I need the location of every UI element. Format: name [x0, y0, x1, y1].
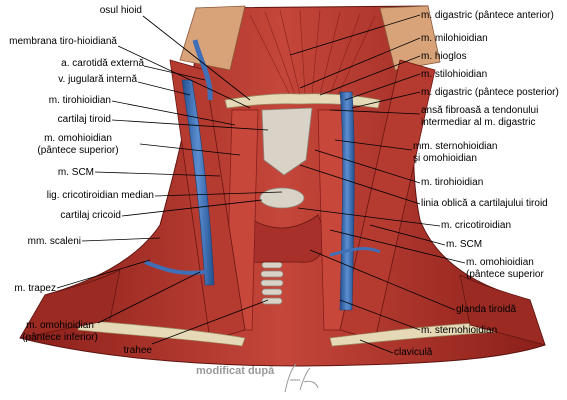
label-m-scm-left: m. SCM: [57, 167, 94, 178]
label-m-digastric-anterior: m. digastric (pântece anterior): [421, 10, 554, 21]
trapezius-right: [459, 274, 546, 346]
thyroid-cartilage: [261, 107, 313, 176]
label-m-tirohioidian-left: m. tirohioidian: [48, 95, 111, 106]
label-m-omohioidian-inf-1: m. omohioidian: [26, 320, 94, 331]
label-mm-sternohioidian-1: mm. sternohioidian: [413, 141, 498, 152]
label-m-cricotiroidian: m. cricotiroidian: [441, 220, 512, 231]
label-cartilaj-tiroid: cartilaj tiroid: [57, 114, 111, 125]
label-linia-oblica: linia oblică a cartilajului tiroid: [421, 198, 548, 209]
label-lig-cricotiroidian-median: lig. cricotiroidian median: [46, 190, 154, 201]
signature-mark: [284, 363, 319, 393]
caption-modified-after: modificat după: [196, 365, 275, 377]
trachea: [260, 261, 284, 305]
label-v-jugulara-interna: v. jugulară internă: [58, 74, 137, 85]
label-m-milohioidian: m. milohioidian: [421, 33, 488, 44]
label-mm-sternohioidian-2: şi omohioidian: [413, 153, 477, 164]
vein-branch-left-top: [192, 39, 213, 101]
label-membrana-tiro-hioidiana: membrana tiro-hioidiană: [9, 36, 117, 47]
label-clavicula: claviculă: [394, 347, 433, 358]
label-m-omohioidian-sup-right-2: (pântece superior: [466, 269, 544, 280]
label-m-scm-right: m. SCM: [446, 239, 483, 250]
jugular-vein-right: [339, 91, 355, 311]
jaw-right-flap: [379, 5, 441, 71]
label-osul-hioid: osul hioid: [99, 5, 142, 16]
label-m-stilohioidian: m. stilohioidian: [421, 69, 488, 80]
label-m-omohioidian-inf-2: (pântece inferior): [22, 332, 98, 343]
label-m-tirohioidian-right: m. tirohioidian: [421, 177, 484, 188]
label-glanda-tiroida: glanda tiroidă: [456, 304, 517, 315]
label-m-omohioidian-sup-right-1: m. omohioidian: [466, 257, 534, 268]
label-m-trapez: m. trapez: [14, 283, 56, 294]
label-ansa-fibroasa-1: ansă fibroasă a tendonului: [421, 105, 539, 116]
label-cartilaj-cricoid: cartilaj cricoid: [60, 210, 121, 221]
label-m-hioglos: m. hioglos: [421, 51, 467, 62]
jugular-vein-left: [181, 79, 215, 286]
jaw-left-flap: [179, 5, 246, 71]
label-trahee: trahee: [123, 345, 152, 356]
cricoid-cartilage: [259, 187, 305, 209]
label-m-digastric-posterior: m. digastric (pântece posterior): [421, 87, 559, 98]
label-ansa-fibroasa-2: intermediar al m. digastric: [421, 117, 536, 128]
label-m-omohioidian-sup-left-1: m. omohioidian: [44, 133, 112, 144]
leader-lines: [56, 14, 466, 354]
label-mm-scaleni: mm. scaleni: [27, 236, 81, 247]
label-m-sternohioidian: m. sternohioidian: [421, 325, 498, 336]
trapezius-left: [19, 269, 121, 339]
muscle-striations-top: [249, 9, 376, 96]
vein-branch-right-low: [329, 247, 381, 257]
label-m-omohioidian-sup-left-2: (pântece superior): [37, 145, 119, 156]
clavicle-left: [77, 319, 246, 347]
label-a-carotida-externa: a. carotidă externă: [61, 58, 144, 69]
